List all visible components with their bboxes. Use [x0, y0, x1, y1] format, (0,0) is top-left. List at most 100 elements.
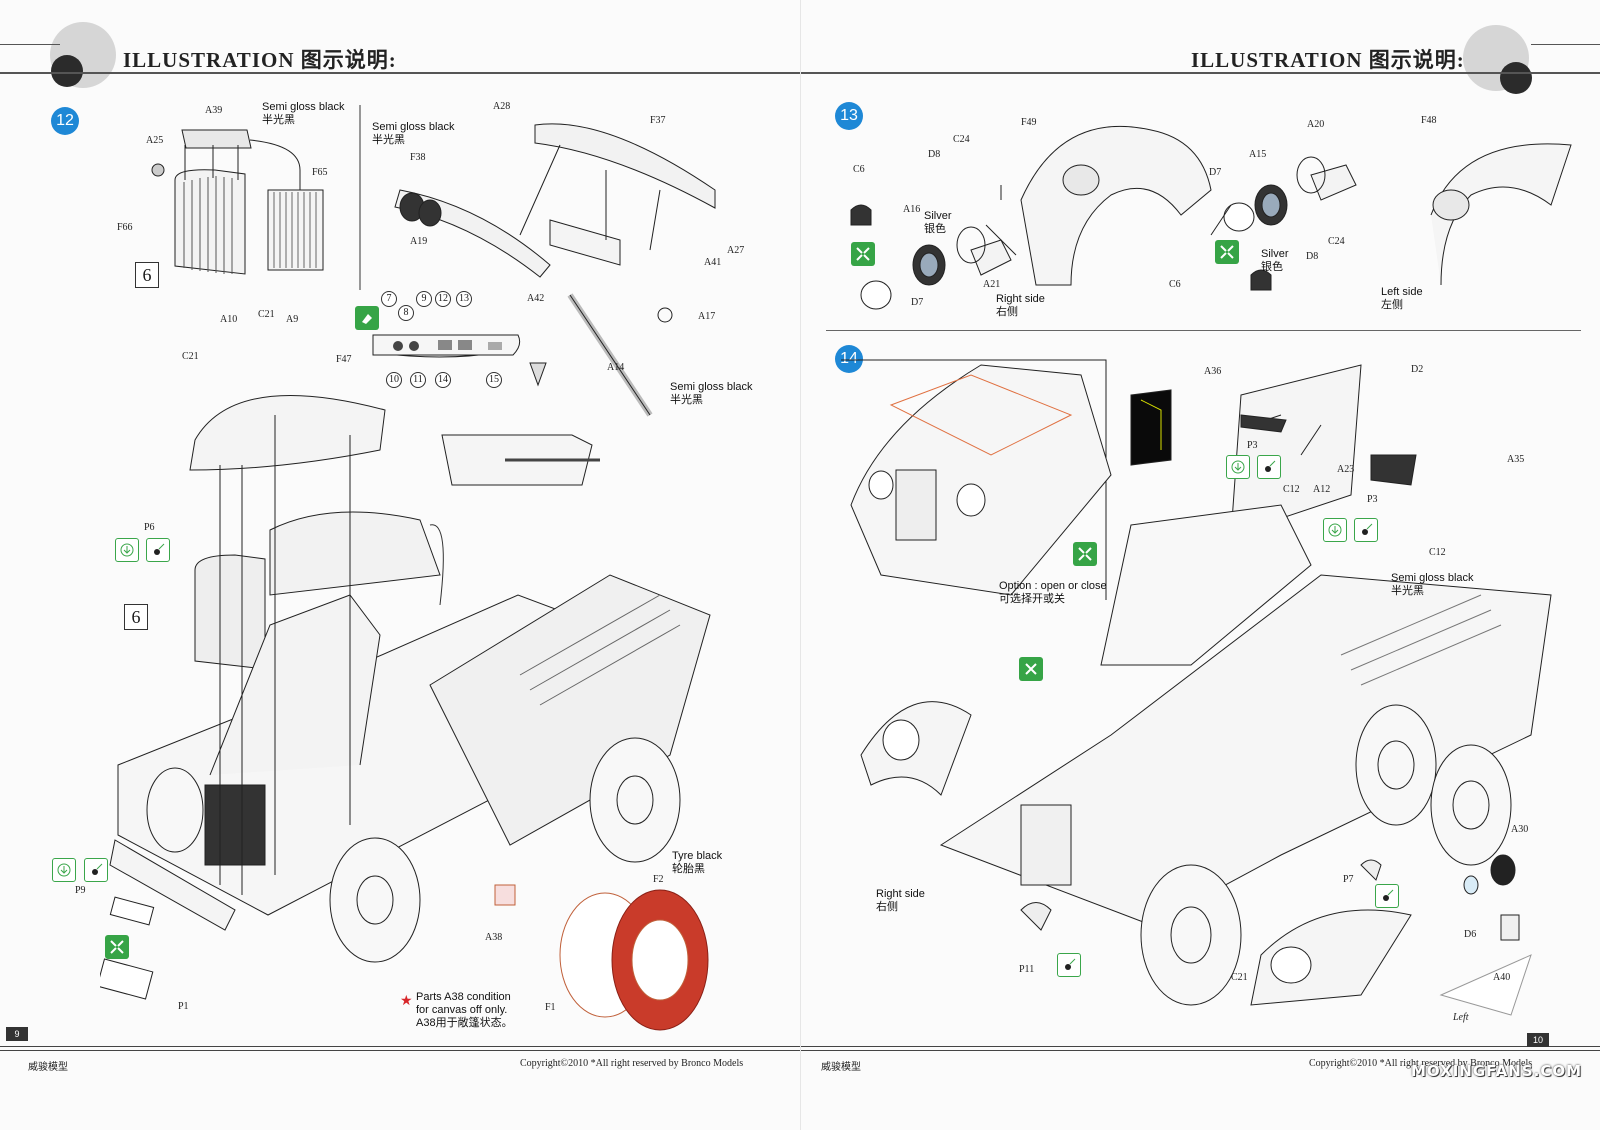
part-label: A14 [607, 362, 625, 373]
part-label: P6 [144, 522, 155, 533]
decal-number: 14 [435, 372, 451, 388]
step-number-12: 12 [51, 107, 79, 135]
header-rule-top [0, 44, 60, 45]
part-label: A9 [286, 314, 299, 325]
part-label: F38 [410, 152, 426, 163]
part-label: D7 [911, 297, 924, 308]
windshield-vehicle-drawing [841, 359, 1552, 1016]
part-label: A28 [493, 101, 511, 112]
left-page: ILLUSTRATION 图示说明: 12 [0, 22, 800, 1073]
grille-assembly-drawing [151, 129, 324, 275]
part-label: P7 [1343, 874, 1354, 885]
decal-number: 15 [486, 372, 502, 388]
page-title: ILLUSTRATION 图示说明: [123, 48, 397, 72]
paint-drop-icon [1057, 953, 1081, 977]
part-label: A27 [727, 245, 745, 256]
step-number-13: 13 [835, 102, 863, 130]
part-label: C21 [182, 351, 199, 362]
star-icon: ★ [400, 992, 413, 1008]
glue-down-icon [1323, 518, 1347, 542]
part-label: A41 [704, 257, 722, 268]
part-label: D8 [928, 149, 941, 160]
part-label: A38 [485, 932, 503, 943]
step-number-14: 14 [835, 345, 863, 373]
part-label: A19 [410, 236, 428, 247]
decal-number: 11 [410, 372, 426, 388]
assembly-arrows-icon [1215, 240, 1239, 264]
vehicle-assembly-drawing [100, 395, 711, 1031]
header-rule [801, 72, 1600, 74]
part-label: F47 [336, 354, 352, 365]
decal-apply-icon [355, 306, 379, 330]
part-label: A20 [1307, 119, 1325, 130]
decal-number: 7 [381, 291, 397, 307]
part-label: A16 [903, 204, 921, 215]
paint-drop-icon [1354, 518, 1378, 542]
part-label: F66 [117, 222, 133, 233]
page-title: ILLUSTRATION 图示说明: [1191, 48, 1465, 72]
part-label: C21 [1231, 972, 1248, 983]
part-label: F48 [1421, 115, 1437, 126]
header-circles-left [50, 22, 116, 88]
part-label: A39 [205, 105, 223, 116]
footer-rule [801, 1050, 1600, 1051]
footer-brand: 威骏模型 [821, 1062, 861, 1073]
right-page: ILLUSTRATION 图示说明: 13 14 [800, 0, 1600, 1130]
part-label: F37 [650, 115, 666, 126]
part-label: C12 [1429, 547, 1446, 558]
reference-box-6: 6 [135, 262, 159, 288]
paint-drop-icon [1257, 455, 1281, 479]
decal-number: 12 [435, 291, 451, 307]
part-label: A15 [1249, 149, 1267, 160]
decal-number: 9 [416, 291, 432, 307]
part-label: C21 [258, 309, 275, 320]
decal-number: 13 [456, 291, 472, 307]
left-small-label: Left [1453, 1012, 1469, 1023]
part-label: A36 [1204, 366, 1222, 377]
headlight-fender-drawing [850, 125, 1572, 310]
footer-rule [0, 1046, 800, 1047]
part-label: P3 [1247, 440, 1258, 451]
part-label: F1 [545, 1002, 556, 1013]
part-label: C24 [953, 134, 970, 145]
footer-rule [801, 1046, 1600, 1047]
part-label: P9 [75, 885, 86, 896]
part-label: A21 [983, 279, 1001, 290]
assembly-arrows-icon [851, 242, 875, 266]
part-label: A12 [1313, 484, 1331, 495]
footer-rule [0, 1050, 800, 1051]
decal-number: 10 [386, 372, 402, 388]
part-label: D7 [1209, 167, 1222, 178]
part-label: P3 [1367, 494, 1378, 505]
part-label: D2 [1411, 364, 1424, 375]
page-number: 9 [6, 1027, 28, 1041]
part-label: F49 [1021, 117, 1037, 128]
decal-number: 8 [398, 305, 414, 321]
section-divider [359, 105, 361, 290]
glue-down-icon [115, 538, 139, 562]
footer-copyright: Copyright©2010 *All right reserved by Br… [1309, 1058, 1533, 1069]
scissors-icon [1019, 657, 1043, 681]
part-label: F65 [312, 167, 328, 178]
page-number: 10 [1527, 1033, 1549, 1047]
header-rule-top [1531, 44, 1600, 45]
part-label: A42 [527, 293, 545, 304]
header-rule [0, 72, 800, 74]
footer-brand: 威骏模型 [28, 1062, 68, 1073]
header-circles-right [1463, 25, 1532, 94]
part-label: A40 [1493, 972, 1511, 983]
part-label: D6 [1464, 929, 1477, 940]
part-label: P1 [178, 1001, 189, 1012]
part-label: C6 [1169, 279, 1181, 290]
paint-drop-icon [84, 858, 108, 882]
part-label: A35 [1507, 454, 1525, 465]
